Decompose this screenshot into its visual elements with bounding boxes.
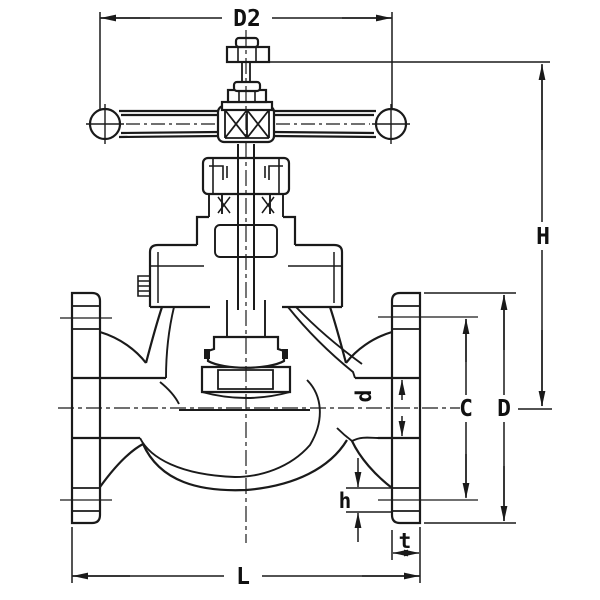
dim-d-od xyxy=(424,292,516,524)
body-inner-wall-left xyxy=(159,306,180,405)
pipe-bores xyxy=(72,376,420,440)
dim-h-extensions xyxy=(270,61,552,410)
label-t: t xyxy=(399,529,412,553)
nut-cap xyxy=(232,80,262,93)
bonnet-flange xyxy=(148,243,344,309)
dim-t-extensions xyxy=(391,527,421,583)
label-h-hole: h xyxy=(339,489,352,513)
dim-h-hole xyxy=(346,458,392,542)
label-d-bore: d xyxy=(352,390,376,403)
valve-body xyxy=(70,62,422,525)
right-bolt-centerlines xyxy=(378,316,478,501)
label-d-od: D xyxy=(497,396,511,422)
handwheel-nut xyxy=(220,80,274,112)
dim-l xyxy=(71,527,420,583)
dim-t xyxy=(391,527,421,583)
left-flange-bolt-holes xyxy=(72,305,100,512)
label-l: L xyxy=(236,564,250,590)
gland-detail xyxy=(209,158,283,194)
valve-stem xyxy=(237,144,255,310)
dim-d2-extensions xyxy=(99,12,393,110)
label-h-height: H xyxy=(536,224,550,250)
bowl-cusp xyxy=(336,427,379,443)
body-walls xyxy=(144,306,348,364)
dim-h-height xyxy=(270,61,552,410)
disc-seal-left xyxy=(204,349,210,359)
stem-top-nut xyxy=(225,36,271,64)
bonnet xyxy=(137,194,344,309)
seat-port xyxy=(217,369,274,390)
disc-seal-right xyxy=(282,349,288,359)
label-c: C xyxy=(459,396,473,422)
outlet-upper-wall xyxy=(287,306,363,379)
disc-holder xyxy=(226,300,266,337)
top-nut-facets xyxy=(237,47,257,62)
washer xyxy=(220,100,274,112)
bonnet-upper-step xyxy=(195,215,297,245)
bonnet-flange-detail xyxy=(150,252,342,303)
rim-left xyxy=(118,109,220,139)
dimension-labels: D2 H d C D h t L xyxy=(233,6,550,590)
dimensions xyxy=(71,12,552,583)
dim-dod-extensions xyxy=(424,292,516,524)
flange-hubs xyxy=(99,330,393,489)
top-nut-body xyxy=(225,45,271,64)
inner-chamber-arc xyxy=(139,379,321,478)
dim-hole-extensions xyxy=(346,487,392,513)
top-nut-cap xyxy=(234,36,260,49)
rim-right xyxy=(272,109,377,139)
handwheel xyxy=(86,36,410,144)
packing-rings xyxy=(217,196,275,214)
wheel-end-crosshairs xyxy=(86,104,410,144)
left-bolt-centerlines xyxy=(60,317,112,501)
stem-tip xyxy=(241,62,251,82)
side-plug-boss xyxy=(137,275,150,297)
right-flange-bolt-holes xyxy=(392,305,420,512)
bonnet-neck xyxy=(208,194,284,217)
centerlines xyxy=(58,30,478,543)
dim-d2 xyxy=(99,12,393,110)
label-d2: D2 xyxy=(233,6,261,32)
